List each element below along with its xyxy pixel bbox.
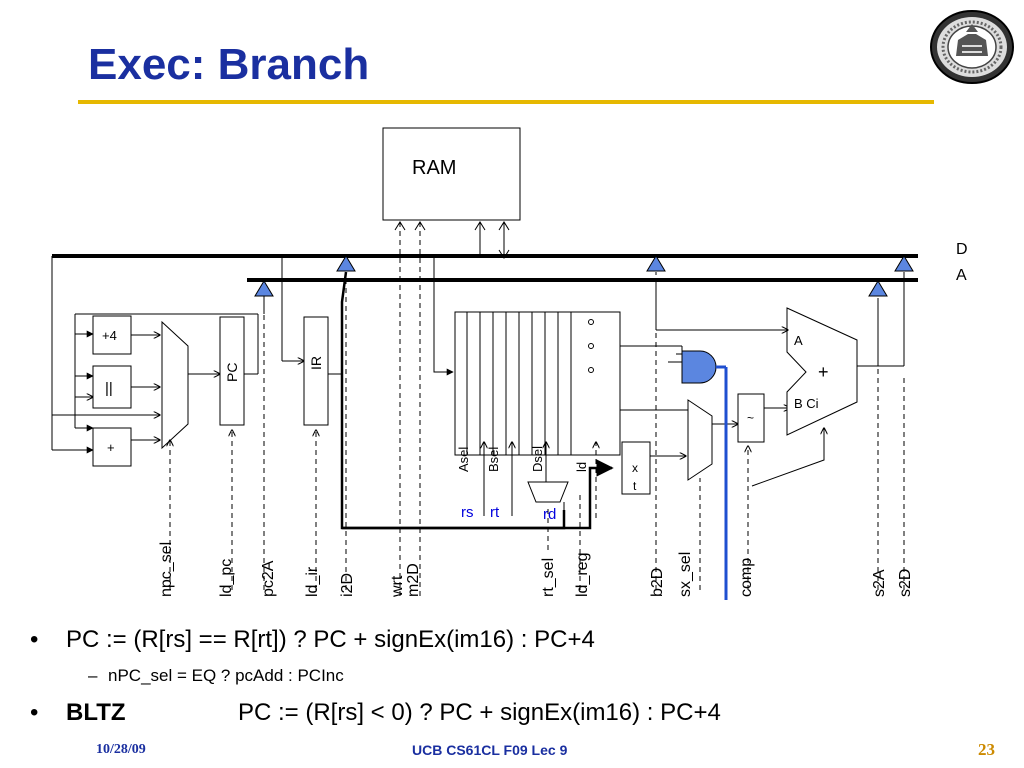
datapath-diagram: RAM D A +4 || + PC IR <box>51 127 968 600</box>
ir-register <box>303 316 329 426</box>
bus-a-label: A <box>956 267 967 284</box>
tristate-s2d <box>894 255 914 272</box>
sign-extend-top: x <box>632 461 638 475</box>
alu-a-label: A <box>794 333 803 348</box>
ir-label: IR <box>308 356 324 370</box>
slide-title: Exec: Branch <box>88 40 370 89</box>
ram-label: RAM <box>412 157 456 179</box>
field-rd: rd <box>543 506 556 523</box>
bullet-dot: • <box>30 626 39 653</box>
invert-label: ~ <box>747 411 754 425</box>
bullet-dot: • <box>30 699 39 726</box>
footer-course: UCB CS61CL F09 Lec 9 <box>412 742 568 758</box>
sign-extend-box <box>621 441 651 495</box>
invert-box <box>737 393 765 443</box>
bus-d-label: D <box>956 241 968 258</box>
page-number: 23 <box>978 740 995 759</box>
title-underline <box>78 100 934 104</box>
register-file <box>454 311 621 456</box>
ctrl-rt-sel: rt_sel <box>540 558 557 597</box>
sub-bullet-1: –nPC_sel = EQ ? pcAdd : PCInc <box>88 666 344 686</box>
university-seal-logo <box>930 10 1014 84</box>
plus4-box <box>92 315 132 355</box>
pc-label: PC <box>224 363 240 382</box>
alu <box>786 307 858 436</box>
concat-label: || <box>105 380 113 397</box>
bullet-dash: – <box>88 666 98 685</box>
ctrl-wrt: wrt <box>389 575 406 598</box>
ctrl-s2d: s2D <box>897 569 914 597</box>
tristate-b2d <box>646 255 666 272</box>
ram-block <box>382 127 521 221</box>
bullet-1: • PC := (R[rs] == R[rt]) ? PC + signEx(im… <box>30 626 595 654</box>
adder-box <box>92 427 132 467</box>
bullet-2-text: PC := (R[rs] < 0) ? PC + signEx(im16) : … <box>238 699 721 726</box>
plus4-label: +4 <box>102 328 117 343</box>
b-operand-mux <box>687 399 713 481</box>
ctrl-ld-ir: ld_ir <box>304 566 321 597</box>
ld-label: ld <box>574 462 589 472</box>
tristate-ir2d <box>336 255 356 272</box>
ctrl-comp: comp <box>738 558 755 597</box>
ctrl-s2a: s2A <box>871 569 888 597</box>
adder-label: + <box>107 440 115 455</box>
ctrl-ld-reg: ld_reg <box>574 553 591 597</box>
bullet-1-text: PC := (R[rs] == R[rt]) ? PC + signEx(im1… <box>66 626 595 653</box>
tristate-pc2a <box>254 280 274 297</box>
ctrl-b2d: b2D <box>649 568 666 597</box>
ctrl-i2d: i2D <box>339 573 356 597</box>
asel-label: Asel <box>456 447 471 472</box>
ctrl-ld-pc: ld_pc <box>218 559 235 597</box>
footer-date: 10/28/09 <box>96 742 146 757</box>
bullet-2-keyword: BLTZ <box>66 699 126 726</box>
field-rs: rs <box>461 504 474 521</box>
ctrl-sx-sel: sx_sel <box>677 552 694 597</box>
sub-bullet-1-text: nPC_sel = EQ ? pcAdd : PCInc <box>108 666 344 685</box>
and-gate <box>681 350 717 384</box>
alu-op-label: + <box>818 362 829 382</box>
ctrl-pc2a: pc2A <box>260 560 277 597</box>
bsel-label: Bsel <box>486 447 501 472</box>
pc-register <box>219 316 245 426</box>
dsel-label: Dsel <box>530 446 545 472</box>
rt-sel-mux <box>527 481 569 503</box>
tristate-s2a <box>868 280 888 297</box>
bullet-2: • BLTZ PC := (R[rs] < 0) ? PC + signEx(im1… <box>30 699 721 727</box>
alu-bci-label: B Ci <box>794 396 819 411</box>
npc-mux <box>161 320 189 450</box>
field-rt: rt <box>490 504 500 521</box>
ctrl-m2d: m2D <box>405 563 422 597</box>
sign-extend-bot: t <box>633 479 637 493</box>
ctrl-npc-sel: npc_sel <box>158 542 175 597</box>
